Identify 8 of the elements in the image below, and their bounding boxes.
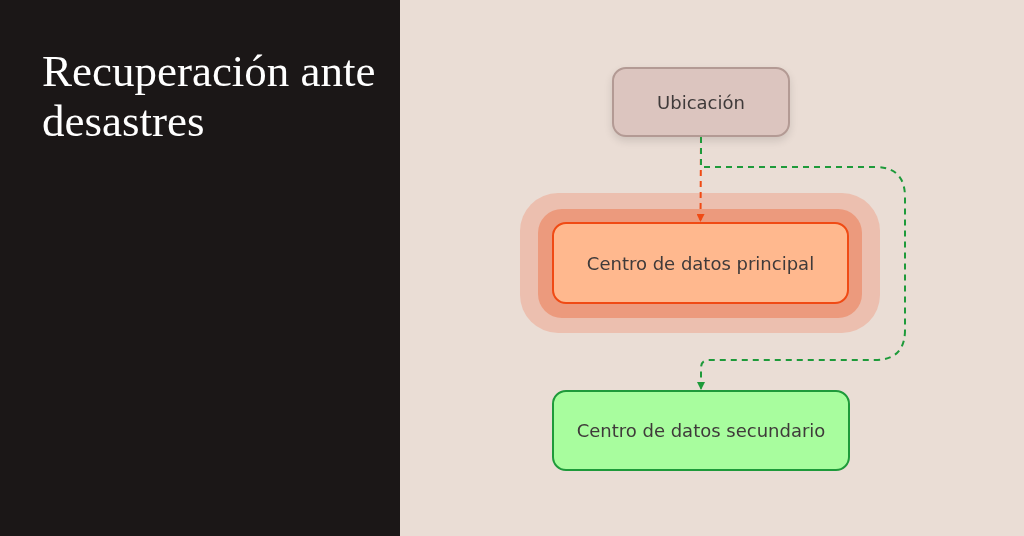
- arrow: [697, 136, 906, 391]
- node-label: Centro de datos secundario: [576, 420, 826, 441]
- title: Recuperación ante desastres: [42, 46, 377, 146]
- node-label: Centro de datos principal: [586, 252, 815, 274]
- node-label: Ubicación: [657, 91, 745, 113]
- process-box: [612, 67, 790, 137]
- process-box: [552, 222, 849, 304]
- process-box: [552, 390, 850, 471]
